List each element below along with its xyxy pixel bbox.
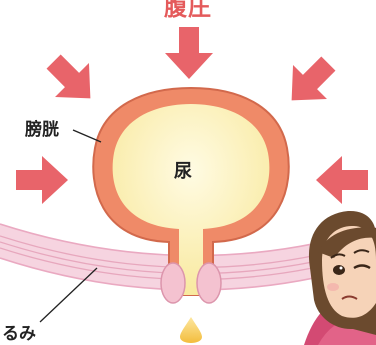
urine-label: 尿 [174,161,192,182]
bladder-leader-line [72,129,102,143]
bladder [92,86,290,296]
arrow-icon-top-right [274,46,346,118]
woman-face-icon [304,210,376,345]
arrow-icon-top [165,27,213,79]
arrow-icon-top-left [36,44,108,116]
muscle-leader-line [39,267,98,323]
pelvic-floor-slack-label: るみ [0,324,38,344]
bladder-label: 膀胱 [23,120,61,140]
arrow-icon-right [316,156,368,204]
arrow-icon-left [16,156,68,204]
drop-icon [180,317,202,343]
urine-fill [112,104,270,295]
sphincter-muscle [160,262,222,304]
diagram-title: 腹圧 [164,0,212,21]
